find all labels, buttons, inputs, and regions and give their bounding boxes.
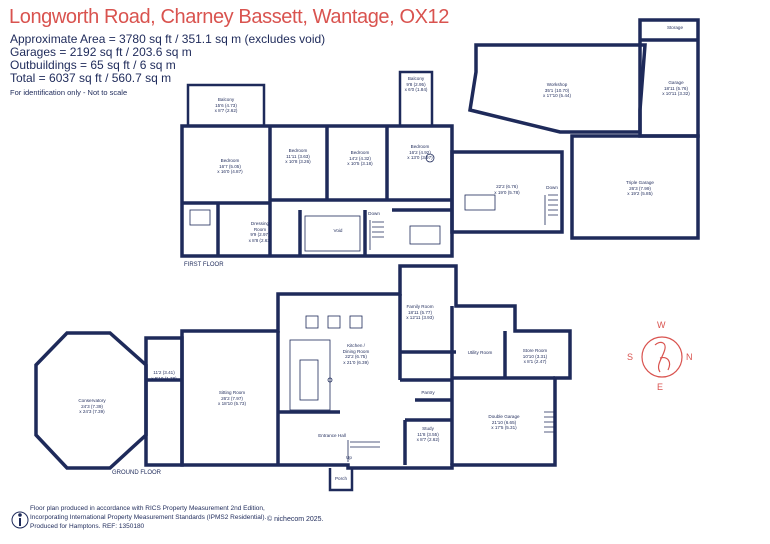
annex-outline (450, 150, 564, 234)
footer-line-3: Produced for Hamptons. REF: 1350180 (30, 523, 145, 530)
conservatory-outline (34, 331, 148, 470)
scale-note: For identification only - Not to scale (10, 88, 128, 97)
copyright: © nichecom 2025. (267, 516, 324, 523)
label-down-annex: Down (546, 185, 558, 190)
footer-line-2: Incorporating International Property Mea… (30, 514, 267, 521)
footer-line-1: Floor plan produced in accordance with R… (30, 505, 265, 512)
compass-icon (641, 336, 683, 378)
room-small: 11'2 (3.41)x 5'10 (1.78) (151, 370, 177, 381)
workshop-outline (468, 43, 647, 134)
rics-logo-icon (11, 511, 29, 529)
ground-floor-outline (180, 264, 572, 470)
page-title: Longworth Road, Charney Bassett, Wantage… (9, 6, 450, 28)
compass-n: N (686, 352, 693, 362)
garages-area: Garages = 2192 sq ft / 203.6 sq m (10, 45, 192, 59)
room-porch: Porch (334, 476, 348, 481)
compass-w: W (657, 320, 666, 330)
porch-outline (328, 468, 354, 492)
total-area: Total = 6037 sq ft / 560.7 sq m (10, 71, 172, 85)
ground-floor-label: GROUND FLOOR (112, 470, 162, 476)
room-void: Void (333, 228, 343, 233)
room-storage: Storage (666, 25, 684, 30)
small-room-outline (144, 336, 184, 467)
room-utility: Utility Room (467, 350, 493, 355)
outbuildings-area: Outbuildings = 65 sq ft / 6 sq m (10, 58, 176, 72)
triple-garage-outline (570, 134, 700, 240)
room-pantry: Pantry (421, 390, 435, 395)
first-floor-label: FIRST FLOOR (184, 262, 224, 268)
label-up-ground: Up (346, 455, 352, 460)
balcony-right (398, 70, 434, 126)
balcony-left (186, 83, 266, 126)
compass-e: E (657, 382, 664, 392)
room-entrance-hall: Entrance Hall (318, 433, 346, 438)
room-annex: 22'2 (6.76)x 19'0 (5.78) (494, 184, 520, 195)
label-down-first: Down (368, 211, 380, 216)
garage-outline (638, 18, 700, 138)
compass-s: S (627, 352, 634, 362)
approx-area: Approximate Area = 3780 sq ft / 351.1 sq… (10, 32, 326, 46)
